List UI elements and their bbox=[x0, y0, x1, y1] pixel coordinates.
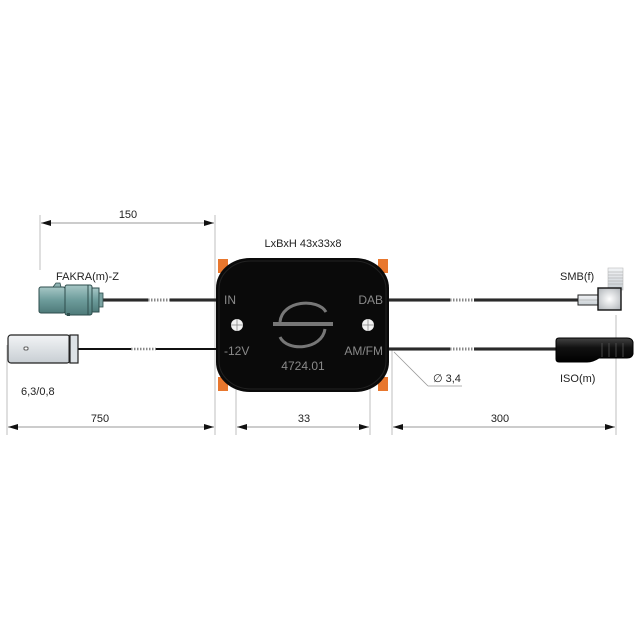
mounting-hole-left bbox=[231, 319, 243, 331]
module-dimensions-label: LxBxH 43x33x8 bbox=[264, 238, 341, 250]
svg-text:150: 150 bbox=[119, 209, 137, 221]
brand-logo-icon bbox=[273, 301, 333, 349]
svg-text:750: 750 bbox=[91, 413, 109, 425]
iso-connector bbox=[555, 337, 634, 363]
smb-connector bbox=[577, 267, 624, 311]
mounting-hole-right bbox=[362, 319, 374, 331]
flat-plug-label: 6,3/0,8 bbox=[21, 386, 55, 398]
fakra-connector bbox=[38, 282, 104, 316]
cable-diameter-callout: ∅ 3,4 bbox=[393, 351, 462, 387]
cables bbox=[78, 297, 580, 352]
port-power-label: -12V bbox=[224, 344, 249, 358]
svg-text:300: 300 bbox=[491, 413, 509, 425]
smb-label: SMB(f) bbox=[560, 271, 594, 283]
dimension-300: 300 bbox=[393, 413, 615, 430]
port-amfm-label: AM/FM bbox=[344, 344, 383, 358]
dimension-750: 750 bbox=[8, 413, 214, 430]
port-dab-label: DAB bbox=[358, 293, 383, 307]
amplifier-module: IN -12V DAB AM/FM 4724.01 bbox=[216, 258, 389, 392]
part-number: 4724.01 bbox=[281, 359, 325, 373]
dimension-33: 33 bbox=[237, 413, 369, 430]
dimension-150: 150 bbox=[41, 209, 214, 226]
iso-label: ISO(m) bbox=[560, 373, 595, 385]
fakra-label: FAKRA(m)-Z bbox=[56, 271, 119, 283]
flat-plug-connector bbox=[7, 334, 79, 364]
svg-text:33: 33 bbox=[298, 413, 310, 425]
svg-text:∅ 3,4: ∅ 3,4 bbox=[433, 373, 461, 385]
port-in-label: IN bbox=[224, 293, 236, 307]
